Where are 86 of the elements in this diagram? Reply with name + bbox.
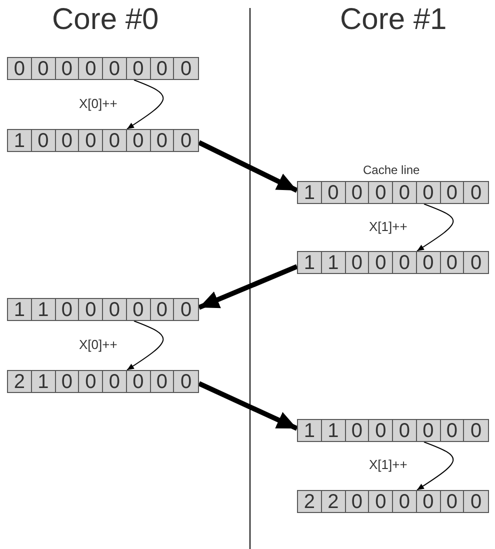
edge-label: X[1]++ [369,220,408,232]
cache-line-array [7,370,199,393]
counter-value: 0 [369,182,393,203]
edge-label: X[0]++ [79,338,118,350]
counter-value: 0 [150,371,174,392]
counter-value: 0 [440,491,464,512]
cache-line-array [297,419,489,442]
counter-value: 0 [103,130,127,151]
counter-value: 0 [126,299,150,320]
arrow [126,320,164,370]
edge-label: X[0]++ [79,96,118,110]
counter-value: 0 [470,182,483,203]
counter-value: 0 [393,491,417,512]
counter-value: 2 [322,491,346,512]
counter-value: 0 [346,491,370,512]
counter-value: 0 [56,371,80,392]
counter-value: 0 [346,252,370,273]
counter-value: 2 [298,491,322,512]
cache-line-array [297,181,489,204]
counter-value: 0 [369,420,393,441]
counter-value: 0 [440,252,464,273]
counter-value: 1 [322,252,346,273]
counter-value: 0 [150,130,174,151]
counter-value: 0 [150,58,174,79]
edge-label: X[1]++ [369,458,408,471]
counter-value: 0 [416,491,440,512]
arrow [126,80,164,130]
counter-value: 1 [298,420,322,441]
counter-value: 0 [180,371,193,392]
cache-line-array [7,57,199,80]
counter-value: 1 [8,299,32,320]
counter-value: 0 [32,58,56,79]
counter-value: 1 [32,371,56,392]
counter-value: 0 [440,182,464,203]
counter-value: 0 [393,252,417,273]
counter-value: 1 [8,130,32,151]
counter-value: 0 [56,58,80,79]
counter-value: 0 [470,491,483,512]
counter-value: 0 [369,252,393,273]
counter-value: 1 [32,299,56,320]
node-label: Cache line [363,164,420,176]
counter-value: 0 [56,299,80,320]
counter-value: 0 [126,371,150,392]
counter-value: 0 [470,420,483,441]
column-title: Core #1 [340,5,447,35]
counter-value: 0 [346,420,370,441]
counter-value: 0 [32,130,56,151]
arrow [416,442,454,490]
column-title: Core #0 [52,5,159,35]
arrow [198,264,298,310]
arrow [198,140,298,193]
counter-value: 0 [322,182,346,203]
counter-value: 0 [126,130,150,151]
counter-value: 0 [416,252,440,273]
counter-value: 0 [150,299,174,320]
counter-value: 0 [103,58,127,79]
counter-value: 0 [79,58,103,79]
counter-value: 0 [180,299,193,320]
cache-line-array [297,490,489,513]
counter-value: 0 [416,182,440,203]
counter-value: 0 [346,182,370,203]
counter-value: 2 [8,371,32,392]
counter-value: 0 [79,299,103,320]
counter-value: 0 [440,420,464,441]
counter-value: 1 [298,182,322,203]
counter-value: 0 [126,58,150,79]
counter-value: 0 [416,420,440,441]
counter-value: 0 [393,420,417,441]
counter-value: 0 [470,252,483,273]
cache-line-array [7,298,199,321]
arrow [416,204,454,252]
counter-value: 0 [103,371,127,392]
cache-line-array [297,251,489,274]
counter-value: 0 [180,130,193,151]
counter-value: 0 [79,130,103,151]
counter-value: 0 [180,58,193,79]
counter-value: 0 [79,371,103,392]
counter-value: 0 [393,182,417,203]
counter-value: 0 [8,58,32,79]
arrow [198,381,298,431]
counter-value: 0 [369,491,393,512]
counter-value: 1 [298,252,322,273]
cache-line-array [7,129,199,152]
counter-value: 0 [103,299,127,320]
counter-value: 1 [322,420,346,441]
counter-value: 0 [56,130,80,151]
